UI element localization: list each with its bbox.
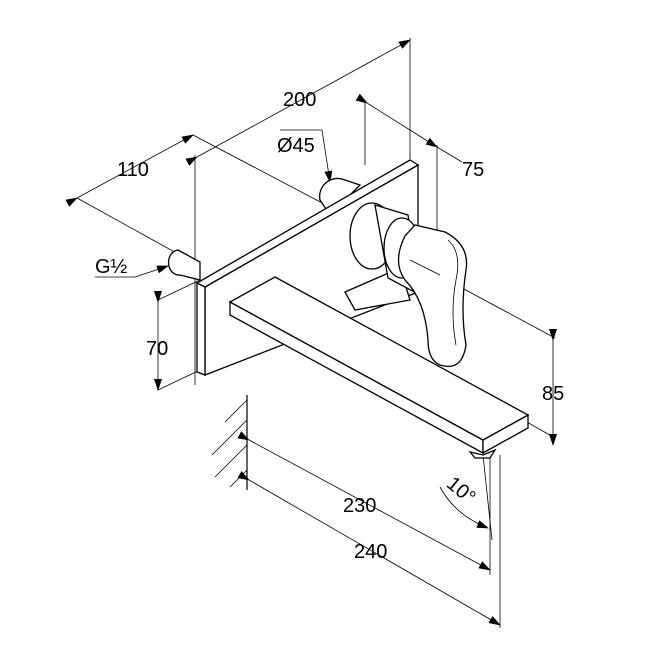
dim-diameter-45: Ø45 [277,135,315,157]
mixer-lever [344,202,468,368]
dim-angle-10: 10° [442,473,479,509]
dim-110: 110 [117,159,149,181]
dim-75: 75 [462,159,484,181]
dim-thread: G½ [95,256,128,278]
spout [228,276,530,459]
dim-85: 85 [542,383,564,405]
dim-240: 240 [354,541,387,563]
dim-200: 200 [283,89,316,111]
dim-70: 70 [146,338,168,360]
dim-230: 230 [343,495,376,517]
